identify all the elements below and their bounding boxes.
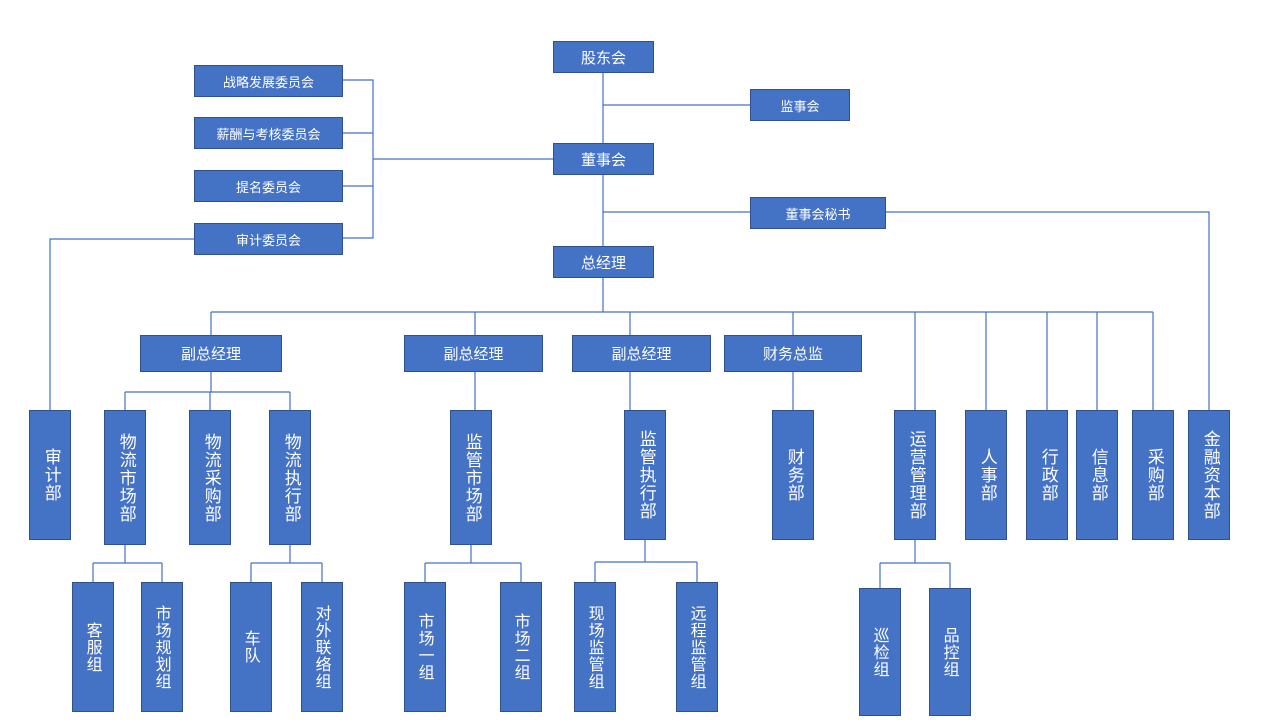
node-market-planning-group: 市场规划组 xyxy=(141,582,183,712)
node-customer-service-group: 客服组 xyxy=(72,582,114,712)
node-finance-dept: 财务部 xyxy=(772,410,814,540)
node-logistics-purchase-dept: 物流采购部 xyxy=(189,410,231,545)
node-cfo: 财务总监 xyxy=(724,335,862,372)
node-zongjingli: 总经理 xyxy=(553,246,654,278)
node-onsite-supervision-group: 现场监管组 xyxy=(574,582,616,712)
node-jianshihui: 监事会 xyxy=(750,89,850,121)
node-zhanlue-committee: 战略发展委员会 xyxy=(194,65,343,97)
node-operations-dept: 运营管理部 xyxy=(894,410,936,540)
node-timing-committee: 提名委员会 xyxy=(194,170,343,202)
node-remote-supervision-group: 远程监管组 xyxy=(676,582,718,712)
node-dongshihui: 董事会 xyxy=(553,143,654,175)
node-logistics-exec-dept: 物流执行部 xyxy=(269,410,311,545)
node-logistics-market-dept: 物流市场部 xyxy=(104,410,146,545)
node-fleet-group: 车队 xyxy=(230,582,272,712)
node-market-group-2: 市场二组 xyxy=(500,582,542,712)
node-it-dept: 信息部 xyxy=(1076,410,1118,540)
node-supervision-exec-dept: 监管执行部 xyxy=(624,410,666,540)
node-supervision-market-dept: 监管市场部 xyxy=(450,410,492,545)
node-finance-capital-dept: 金融资本部 xyxy=(1188,410,1230,540)
node-gudonghui: 股东会 xyxy=(553,41,654,73)
node-admin-dept: 行政部 xyxy=(1026,410,1068,540)
node-quality-control-group: 品控组 xyxy=(929,588,971,716)
node-shenji-committee: 审计委员会 xyxy=(194,223,343,255)
node-inspection-group: 巡检组 xyxy=(859,588,901,716)
node-xinchou-committee: 薪酬与考核委员会 xyxy=(194,117,343,149)
node-hr-dept: 人事部 xyxy=(965,410,1007,540)
node-board-secretary: 董事会秘书 xyxy=(750,197,886,229)
node-deputy-gm-2: 副总经理 xyxy=(404,335,543,372)
node-audit-dept: 审计部 xyxy=(29,410,71,540)
node-purchase-dept: 采购部 xyxy=(1132,410,1174,540)
node-market-group-1: 市场一组 xyxy=(404,582,446,712)
node-deputy-gm-3: 副总经理 xyxy=(572,335,711,372)
node-deputy-gm-1: 副总经理 xyxy=(140,335,282,372)
node-liaison-group: 对外联络组 xyxy=(301,582,343,712)
